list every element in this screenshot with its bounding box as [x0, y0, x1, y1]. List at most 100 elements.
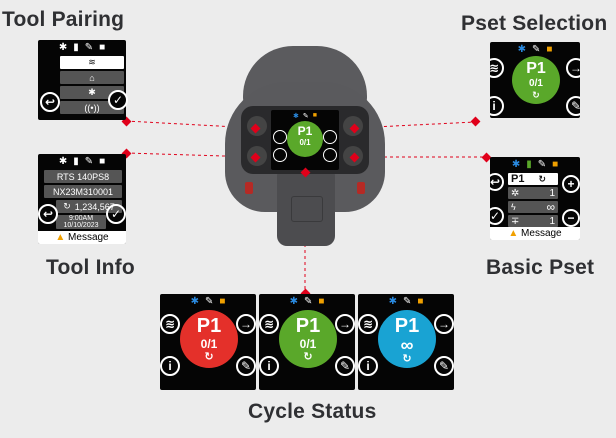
spinner-icon: ✲: [511, 187, 520, 199]
tool-model-row: RTS 140PS8: [44, 170, 122, 183]
status-circle-blue: P1 ∞ ↻: [378, 310, 436, 368]
lock-icon: ■: [219, 296, 226, 307]
router-option[interactable]: ⌂: [60, 71, 124, 84]
check-icon[interactable]: ✓: [106, 204, 126, 224]
label-tool-pairing: Tool Pairing: [2, 8, 125, 31]
wifi-icon[interactable]: ≋: [490, 58, 504, 78]
message-text: Message: [521, 228, 562, 239]
tool-pairing-screen: ✱ ▮ ✎ ■ ≋ ⌂ ✱ ((•)) ↩: [38, 40, 126, 120]
mini-edit-icon: [323, 148, 337, 162]
warning-icon: ▲: [55, 232, 66, 243]
bluetooth-icon: ✱: [58, 42, 68, 53]
forward-arrow-icon[interactable]: →: [566, 58, 580, 78]
cycle-icon: ↻: [532, 90, 540, 100]
back-arrow-icon[interactable]: ↩: [40, 92, 60, 112]
pset-name: P1: [394, 315, 420, 337]
tool-serial-row: NX23M310001: [44, 185, 122, 198]
pset-selection-screen: ✱ ✎ ■ P1 0/1 ↻ ≋ i → ✎: [490, 42, 580, 118]
wifi-icon[interactable]: ≋: [358, 314, 378, 334]
bluetooth-icon: ✱: [293, 113, 299, 120]
status-circle-red: P1 0/1 ↻: [180, 310, 238, 368]
bluetooth-icon: ✱: [388, 296, 397, 307]
tool-model: RTS 140PS8: [56, 171, 110, 182]
cycle-icon: ↻: [204, 351, 214, 363]
wrench-icon: ✎: [303, 296, 313, 307]
lock-icon: ■: [417, 296, 424, 307]
tool-cycles: 1,234,567: [74, 201, 115, 212]
lock-icon: ■: [312, 112, 317, 119]
check-icon[interactable]: ✓: [108, 90, 128, 110]
router-icon: ⌂: [89, 72, 95, 83]
pset-count: 0/1: [529, 78, 543, 89]
tool-date: 10/10/2023: [63, 222, 99, 229]
bluetooth-icon: ✱: [190, 296, 199, 307]
basic-pset-row-1[interactable]: ✲ 1: [508, 187, 558, 199]
bluetooth-icon: ✱: [517, 44, 526, 55]
label-tool-info: Tool Info: [46, 256, 135, 279]
basic-pset-name: P1: [511, 173, 525, 185]
lock-icon: ■: [318, 296, 325, 307]
tool-time: 9:00AM: [68, 215, 94, 222]
bluetooth-icon: ✱: [58, 156, 68, 167]
status-circle-green: P1 0/1 ↻: [279, 310, 337, 368]
pset-infinity: ∞: [400, 335, 414, 355]
label-basic-pset: Basic Pset: [486, 256, 595, 279]
wrench-icon: ✎: [531, 44, 541, 55]
bluetooth-icon: ✱: [289, 296, 298, 307]
edit-icon[interactable]: ✎: [434, 356, 454, 376]
forward-arrow-icon[interactable]: →: [335, 314, 355, 334]
wrench-icon: ✎: [204, 296, 214, 307]
pset-count: 0/1: [299, 337, 317, 351]
bluetooth-icon: ✱: [511, 159, 521, 170]
back-arrow-icon[interactable]: ↩: [38, 204, 58, 224]
plus-icon[interactable]: +: [562, 175, 580, 193]
info-icon[interactable]: i: [358, 356, 378, 376]
cycle-icon: ↻: [402, 353, 412, 365]
pset-name: P1: [196, 315, 222, 337]
edit-icon[interactable]: ✎: [566, 96, 580, 116]
forward-arrow-icon[interactable]: →: [236, 314, 256, 334]
cycle-status-green-screen: ✱ ✎ ■ P1 0/1 ↻ ≋ i → ✎: [259, 294, 355, 390]
label-cycle-status: Cycle Status: [248, 400, 377, 423]
message-text: Message: [68, 232, 109, 243]
mini-pset-name: P1: [297, 124, 313, 138]
forward-arrow-icon[interactable]: →: [434, 314, 454, 334]
back-arrow-icon[interactable]: ↩: [490, 173, 504, 191]
pset-name: P1: [295, 315, 321, 337]
battery-icon: ▮: [73, 156, 79, 167]
battery-icon: ▮: [73, 42, 79, 53]
tolerance-icon: ∓: [511, 215, 520, 227]
lock-icon: ■: [99, 156, 106, 167]
mini-forward-icon: [323, 130, 337, 144]
info-icon[interactable]: i: [259, 356, 279, 376]
tool-info-screen: ✱ ▮ ✎ ■ RTS 140PS8 NX23M310001 ↻ 1,234,5…: [38, 154, 126, 244]
broadcast-icon: ((•)): [84, 102, 100, 113]
tool-datetime-row: 9:00AM 10/10/2023: [56, 215, 106, 229]
tool-serial: NX23M310001: [52, 186, 114, 197]
wifi-option[interactable]: ≋: [60, 56, 124, 69]
basic-pset-screen: ✱ ▮ ✎ ■ P1 ↻ ✲ 1 ϟ ∞ ∓ 1 ↩ ✓ + − ▲ Messa…: [490, 157, 580, 240]
info-icon[interactable]: i: [160, 356, 180, 376]
wrench-icon: ✎: [402, 296, 412, 307]
lock-icon: ■: [552, 159, 559, 170]
cycle-status-blue-screen: ✱ ✎ ■ P1 ∞ ↻ ≋ i → ✎: [358, 294, 454, 390]
wifi-icon[interactable]: ≋: [160, 314, 180, 334]
edit-icon[interactable]: ✎: [236, 356, 256, 376]
edit-icon[interactable]: ✎: [335, 356, 355, 376]
tool-body: ✱ ✎ ■ P1 0/1: [225, 46, 385, 246]
check-icon[interactable]: ✓: [490, 207, 504, 225]
message-bar: ▲ Message: [38, 231, 126, 244]
basic-pset-name-row[interactable]: P1 ↻: [508, 173, 558, 185]
pset-count: 0/1: [200, 337, 218, 351]
minus-icon[interactable]: −: [562, 209, 580, 227]
basic-pset-row-1-value: 1: [549, 187, 555, 199]
wifi-icon[interactable]: ≋: [259, 314, 279, 334]
battery-icon: ▮: [526, 159, 532, 170]
info-icon[interactable]: i: [490, 96, 504, 116]
basic-pset-row-3[interactable]: ∓ 1: [508, 215, 558, 227]
basic-pset-row-2[interactable]: ϟ ∞: [508, 200, 558, 214]
mini-wifi-icon: [273, 130, 287, 144]
cycle-icon: ↻: [303, 351, 313, 363]
message-bar: ▲ Message: [490, 227, 580, 240]
lock-icon: ■: [99, 42, 106, 53]
